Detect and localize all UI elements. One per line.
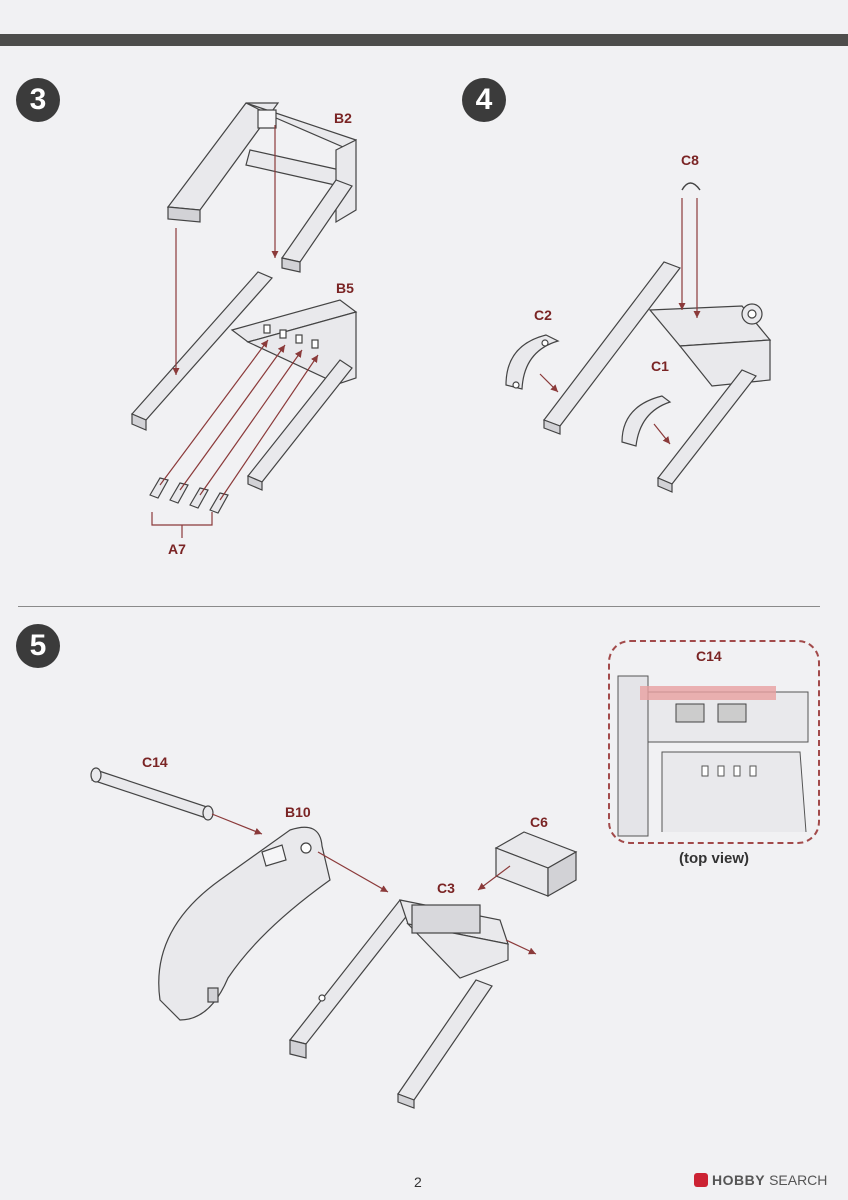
part-c6-drawing [494,831,578,898]
c14-highlight [640,686,776,700]
part-c8-drawing [681,182,701,191]
part-b10-drawing [158,826,331,1021]
part-label-c1: C1 [651,358,669,374]
top-view-drawing [617,675,809,837]
section-divider [18,606,820,607]
part-a7-drawing [149,477,229,514]
part-label-b2: B2 [334,110,352,126]
part-c1-drawing [621,395,672,447]
part-c14-drawing [90,767,214,821]
part-label-c14: C14 [142,754,168,770]
watermark-suffix: SEARCH [769,1172,828,1188]
part-c2-drawing [505,334,560,390]
step-5-frame-drawing [288,899,509,1109]
callout-label-c14: C14 [696,648,722,664]
step-3-badge: 3 [16,78,60,122]
top-view-caption: (top view) [679,850,749,867]
page-number: 2 [414,1174,422,1190]
part-label-b5: B5 [336,280,354,296]
top-bar [0,34,848,46]
part-label-c3: C3 [437,880,455,896]
part-label-c2: C2 [534,307,552,323]
watermark-brand: HOBBY [712,1172,766,1188]
part-b2-drawing [166,102,357,273]
part-label-c6: C6 [530,814,548,830]
top-view-callout: C14 [608,640,820,844]
part-label-a7: A7 [168,541,186,557]
step-5-badge: 5 [16,624,60,668]
hobby-search-watermark: HOBBY SEARCH [694,1172,827,1188]
part-label-b10: B10 [285,804,311,820]
step-4-frame-drawing [543,261,772,493]
part-b5-drawing [130,271,358,491]
part-label-c8: C8 [681,152,699,168]
step-4-badge: 4 [462,78,506,122]
hobby-search-logo-icon [694,1173,708,1187]
